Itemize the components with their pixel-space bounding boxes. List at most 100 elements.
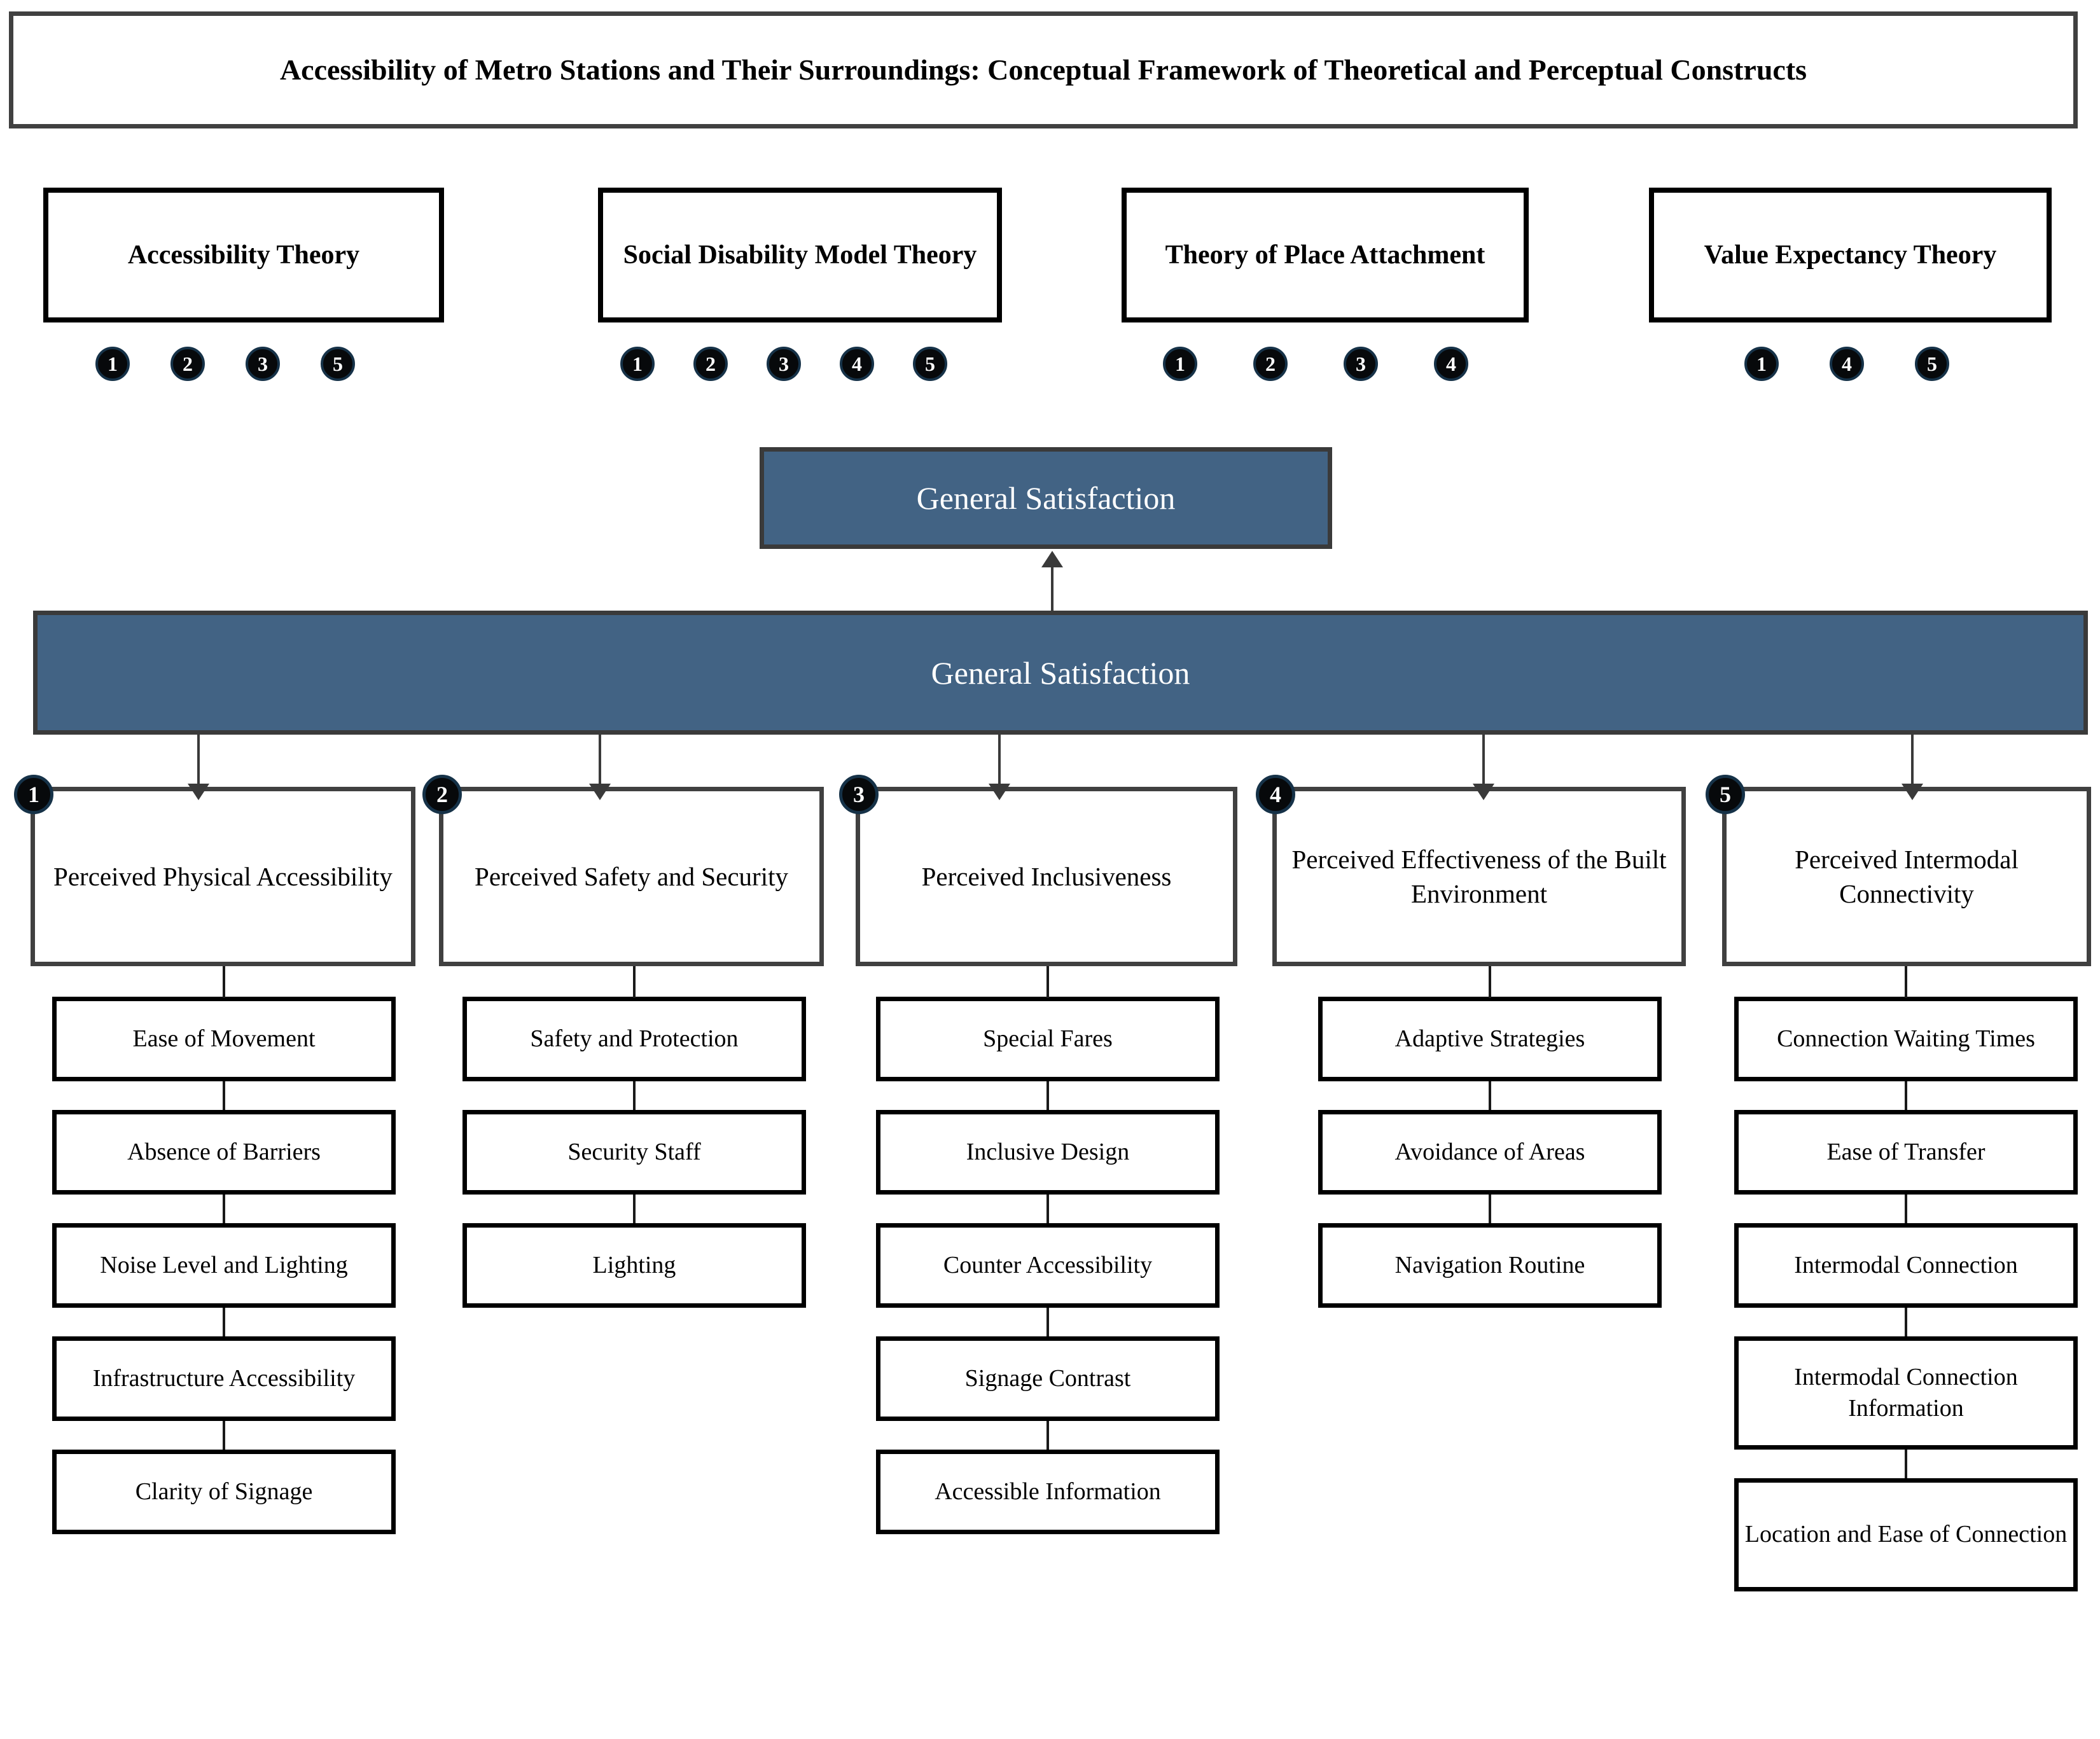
theory-badge: 3 (767, 347, 801, 381)
connector-indicator (1047, 1195, 1049, 1223)
indicator-label: Intermodal Connection (1794, 1251, 2018, 1278)
construct-label: Perceived Physical Accessibility (53, 861, 393, 891)
connector-indicator (1905, 1081, 1907, 1110)
indicator-label: Signage Contrast (964, 1364, 1131, 1392)
indicator-label: Location and Ease of Connection (1744, 1521, 2068, 1548)
construct-badge-5: 5 (1706, 775, 1745, 814)
connector-indicator (1905, 1195, 1907, 1223)
construct-label: Perceived Safety and Security (475, 861, 788, 891)
theory-box-accessibility-theory: Accessibility Theory (43, 188, 444, 322)
theory-badge: 4 (1830, 347, 1864, 381)
arrow-down-icon (1473, 784, 1494, 800)
indicator-box-location-and-ease-of-connection: Location and Ease of Connection (1734, 1478, 2078, 1591)
connector-indicator (223, 1308, 225, 1336)
indicator-box-special-fares: Special Fares (876, 997, 1220, 1081)
connector-indicator (223, 1081, 225, 1110)
page-title: Accessibility of Metro Stations and Thei… (279, 53, 1807, 86)
construct-box-perceived-intermodal-connectivity: Perceived Intermodal Connectivity (1722, 787, 2091, 966)
connector-indicator (1905, 1308, 1907, 1336)
indicator-label: Accessible Information (935, 1478, 1161, 1505)
theory-badges-value-expectancy-theory: 1 4 5 (1744, 347, 1949, 381)
construct-label: Perceived Effectiveness of the Built Env… (1291, 844, 1667, 908)
theory-badge: 1 (1163, 347, 1197, 381)
connector-indicator (1489, 1081, 1491, 1110)
construct-label: Perceived Inclusiveness (921, 861, 1172, 891)
connector-bar-to-construct-5 (1911, 735, 1914, 789)
theory-badge: 1 (620, 347, 655, 381)
theory-badge: 1 (95, 347, 130, 381)
indicator-label: Clarity of Signage (135, 1478, 313, 1505)
theory-badge: 5 (321, 347, 355, 381)
theory-badge: 2 (693, 347, 728, 381)
indicator-label: Ease of Transfer (1826, 1138, 1985, 1165)
connector-bar-to-construct-3 (998, 735, 1001, 789)
construct-box-perceived-inclusiveness: Perceived Inclusiveness (856, 787, 1237, 966)
indicator-label: Special Fares (983, 1025, 1113, 1052)
connector-construct-4-to-indicators (1489, 966, 1491, 998)
theory-badges-social-disability-model-theory: 1 2 3 4 5 (620, 347, 947, 381)
theory-label: Value Expectancy Theory (1704, 240, 1997, 270)
framework-title-box: Accessibility of Metro Stations and Thei… (9, 11, 2078, 128)
indicator-label: Absence of Barriers (127, 1138, 321, 1165)
general-satisfaction-bar: General Satisfaction (33, 611, 2088, 735)
general-satisfaction-top-box: General Satisfaction (760, 447, 1332, 549)
theory-badge: 4 (1434, 347, 1468, 381)
indicator-label: Intermodal Connection Information (1794, 1363, 2018, 1422)
indicator-label: Security Staff (567, 1138, 701, 1165)
indicator-label: Infrastructure Accessibility (92, 1364, 356, 1392)
connector-indicator (1047, 1308, 1049, 1336)
theory-badge: 2 (170, 347, 205, 381)
theory-badges-accessibility-theory: 1 2 3 5 (95, 347, 355, 381)
indicator-label: Avoidance of Areas (1394, 1138, 1585, 1165)
connector-construct-5-to-indicators (1905, 966, 1907, 998)
theory-badge: 2 (1253, 347, 1288, 381)
indicator-label: Ease of Movement (132, 1025, 316, 1052)
indicator-box-accessible-information: Accessible Information (876, 1450, 1220, 1534)
indicator-label: Lighting (592, 1251, 676, 1278)
general-satisfaction-top-label: General Satisfaction (916, 480, 1176, 516)
theory-badge: 3 (246, 347, 280, 381)
indicator-label: Noise Level and Lighting (100, 1251, 348, 1278)
theory-label: Social Disability Model Theory (623, 240, 977, 270)
connector-indicator (1905, 1450, 1907, 1478)
indicator-label: Connection Waiting Times (1777, 1025, 2035, 1052)
construct-badge-4: 4 (1256, 775, 1295, 814)
theory-label: Theory of Place Attachment (1165, 240, 1485, 270)
general-satisfaction-bar-label: General Satisfaction (931, 655, 1190, 691)
indicator-label: Counter Accessibility (943, 1251, 1153, 1278)
connector-bar-to-construct-4 (1482, 735, 1485, 789)
indicator-box-intermodal-connection: Intermodal Connection (1734, 1223, 2078, 1308)
arrow-up-icon (1041, 551, 1063, 567)
theory-badge: 1 (1744, 347, 1779, 381)
indicator-label: Inclusive Design (966, 1138, 1130, 1165)
connector-indicator (1047, 1081, 1049, 1110)
indicator-box-counter-accessibility: Counter Accessibility (876, 1223, 1220, 1308)
indicator-box-navigation-routine: Navigation Routine (1318, 1223, 1662, 1308)
arrow-down-icon (989, 784, 1010, 800)
connector-bar-to-top-box (1051, 566, 1053, 613)
construct-box-perceived-effectiveness-of-the-built-environment: Perceived Effectiveness of the Built Env… (1272, 787, 1686, 966)
indicator-box-noise-level-and-lighting: Noise Level and Lighting (52, 1223, 396, 1308)
indicator-box-connection-waiting-times: Connection Waiting Times (1734, 997, 2078, 1081)
theory-badge: 3 (1344, 347, 1378, 381)
arrow-down-icon (188, 784, 209, 800)
connector-construct-2-to-indicators (633, 966, 636, 998)
connector-indicator (633, 1081, 636, 1110)
connector-construct-3-to-indicators (1047, 966, 1049, 998)
indicator-box-ease-of-movement: Ease of Movement (52, 997, 396, 1081)
construct-badge-3: 3 (839, 775, 879, 814)
connector-indicator (633, 1195, 636, 1223)
construct-badge-2: 2 (422, 775, 462, 814)
construct-box-perceived-physical-accessibility: Perceived Physical Accessibility (31, 787, 415, 966)
theory-badges-theory-of-place-attachment: 1 2 3 4 (1163, 347, 1468, 381)
connector-indicator (223, 1421, 225, 1450)
connector-bar-to-construct-2 (599, 735, 601, 789)
theory-label: Accessibility Theory (127, 240, 360, 270)
theory-box-theory-of-place-attachment: Theory of Place Attachment (1122, 188, 1529, 322)
indicator-box-inclusive-design: Inclusive Design (876, 1110, 1220, 1195)
indicator-box-avoidance-of-areas: Avoidance of Areas (1318, 1110, 1662, 1195)
indicator-label: Adaptive Strategies (1394, 1025, 1585, 1052)
connector-indicator (1047, 1421, 1049, 1450)
indicator-box-security-staff: Security Staff (462, 1110, 806, 1195)
theory-badge: 5 (1915, 347, 1949, 381)
